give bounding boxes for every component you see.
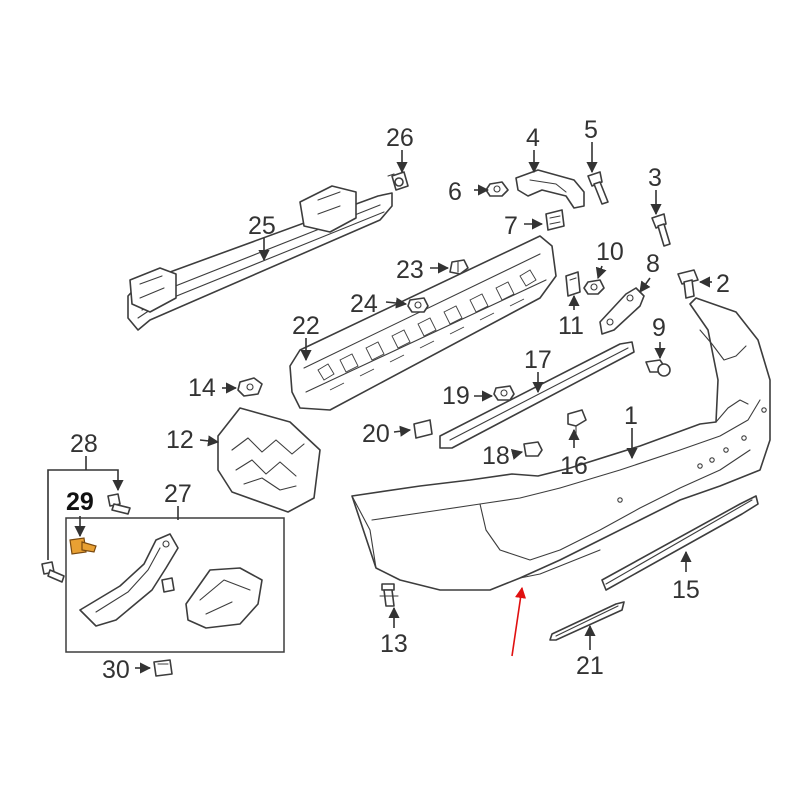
leader-lines (47, 142, 712, 674)
bolt-28-lower-part (41, 561, 65, 583)
energy-absorber-part (289, 235, 557, 411)
bracket-27-part (79, 533, 263, 629)
label-6: 6 (448, 178, 462, 206)
label-20: 20 (362, 420, 390, 448)
label-4: 4 (526, 124, 540, 152)
label-29: 29 (66, 488, 94, 516)
trim-strip-17-part (439, 341, 635, 449)
push-clip-2-part (677, 269, 699, 299)
label-18: 18 (482, 442, 510, 470)
bracket-4-part (515, 169, 585, 209)
label-9: 9 (652, 314, 666, 342)
clip-20-part (413, 419, 433, 439)
bracket-8-part (599, 287, 645, 335)
reinforcement-beam-part (127, 185, 393, 331)
screw-5-part (587, 171, 609, 205)
label-5: 5 (584, 116, 598, 144)
part-numbers: 1 2 3 4 5 6 7 8 9 10 11 12 13 14 15 16 1… (66, 116, 730, 684)
label-27: 27 (164, 480, 192, 508)
bolt-26-part (387, 171, 409, 191)
label-25: 25 (248, 212, 276, 240)
clip-7-part (545, 209, 565, 231)
label-12: 12 (166, 426, 194, 454)
side-bracket-12-part (217, 407, 321, 513)
push-pin-13-part (379, 583, 399, 607)
bumper-cover-1-part (351, 297, 771, 591)
nut-14-part (237, 377, 263, 397)
label-21: 21 (576, 652, 604, 680)
label-8: 8 (646, 250, 660, 278)
label-13: 13 (380, 630, 408, 658)
bolt-9-part (645, 359, 671, 377)
clip-11-part (565, 271, 581, 297)
nut-19-part (493, 385, 515, 401)
bolt-28-upper-part (107, 493, 131, 515)
fastener-16-part (567, 409, 587, 437)
red-pointer-arrow (511, 586, 527, 657)
label-26: 26 (386, 124, 414, 152)
label-2: 2 (716, 270, 730, 298)
label-30: 30 (102, 656, 130, 684)
label-15: 15 (672, 576, 700, 604)
label-16: 16 (560, 452, 588, 480)
lower-trim-15-part (601, 495, 759, 591)
label-11: 11 (558, 312, 584, 340)
sub-assembly-27-box (65, 517, 285, 653)
label-24: 24 (350, 290, 378, 318)
label-14: 14 (188, 374, 216, 402)
label-28: 28 (70, 430, 98, 458)
label-22: 22 (292, 312, 320, 340)
label-10: 10 (596, 238, 624, 266)
label-7: 7 (504, 212, 518, 240)
reflector-strip-21-part (549, 601, 625, 641)
nut-6-part (485, 181, 509, 197)
fastener-23-part (449, 259, 469, 275)
label-23: 23 (396, 256, 424, 284)
bolt-18-part (523, 441, 543, 457)
bolt-29-highlighted-part (69, 537, 97, 555)
nut-10-part (583, 279, 605, 295)
clip-30-part (153, 659, 173, 677)
screw-3-part (651, 213, 671, 247)
label-1: 1 (624, 402, 638, 430)
nut-24-part (407, 297, 429, 313)
label-3: 3 (648, 164, 662, 192)
label-17: 17 (524, 346, 552, 374)
label-19: 19 (442, 382, 470, 410)
